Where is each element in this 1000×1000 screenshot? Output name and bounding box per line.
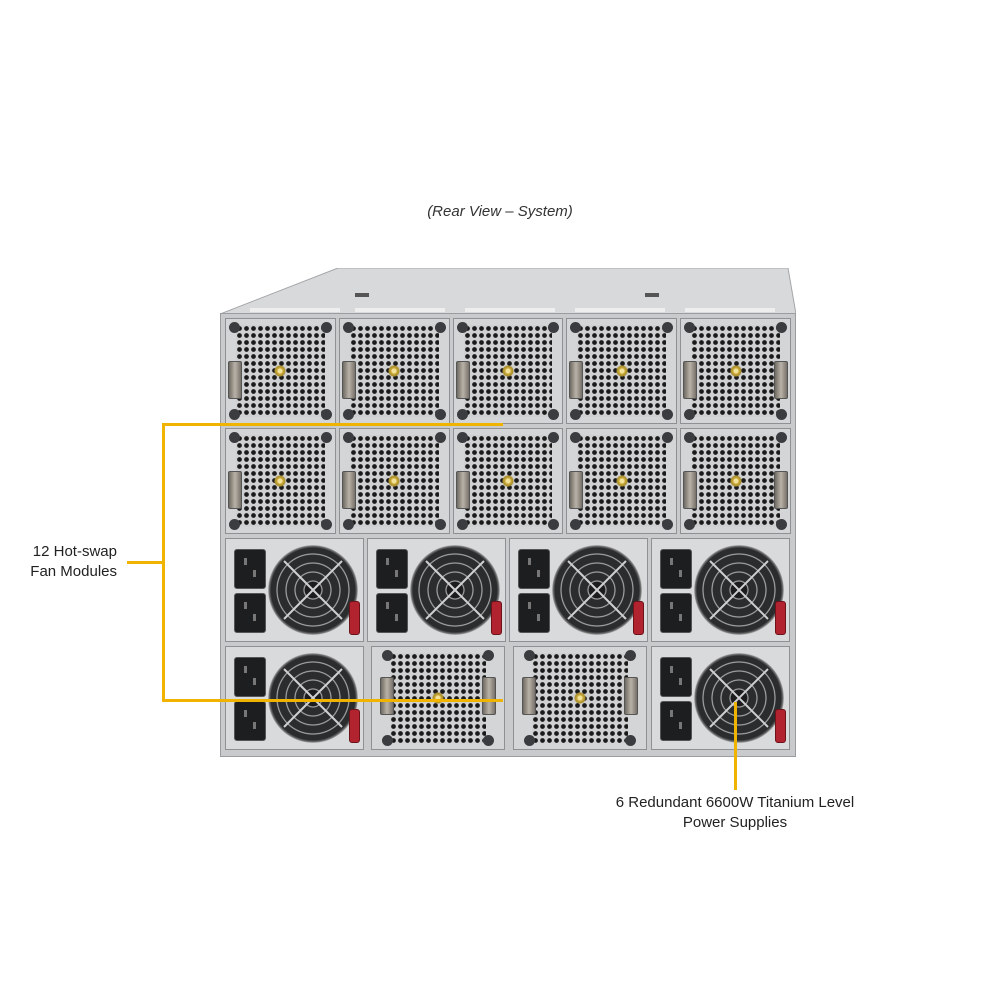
power-inlet-icon[interactable] (234, 701, 266, 741)
fan-hub-icon (274, 475, 287, 487)
power-inlet-icon[interactable] (660, 701, 692, 741)
fan-handle-icon[interactable] (569, 361, 584, 399)
psu-release-latch[interactable] (775, 601, 786, 635)
fan-grille-icon (463, 435, 553, 527)
power-inlet-icon[interactable] (518, 549, 550, 589)
fan-callout-line2: Fan Modules (30, 563, 117, 580)
fan-module[interactable] (338, 318, 450, 424)
fan-handle-icon[interactable] (624, 677, 638, 715)
psu-fan-icon (410, 545, 500, 635)
fan-handle-icon[interactable] (482, 677, 496, 715)
fan-module[interactable] (566, 318, 678, 424)
fan-row-2 (225, 428, 791, 534)
fan-handle-icon[interactable] (773, 361, 788, 399)
power-inlet-icon[interactable] (376, 549, 408, 589)
fan-module[interactable] (338, 428, 450, 534)
fan-handle-icon[interactable] (683, 471, 698, 509)
fan-hub-icon (574, 692, 586, 704)
fan-hub-icon (388, 365, 401, 377)
fan-hub-icon (729, 365, 742, 377)
fan-handle-icon[interactable] (341, 361, 356, 399)
fan-hub-icon (615, 475, 628, 487)
power-inlet-icon[interactable] (660, 593, 692, 633)
fan-grille-icon (691, 435, 780, 527)
fan-modules-callout: 12 Hot-swap Fan Modules (0, 542, 117, 582)
psu-fan-icon (694, 653, 784, 743)
fan-callout-line-bottom (163, 699, 503, 702)
fan-handle-icon[interactable] (569, 471, 584, 509)
power-inlet-icon[interactable] (234, 657, 266, 697)
psu-fan-icon (268, 653, 358, 743)
fan-handle-icon[interactable] (522, 677, 536, 715)
psu-release-latch[interactable] (633, 601, 644, 635)
power-inlet-icon[interactable] (660, 549, 692, 589)
power-inlet-icon[interactable] (234, 593, 266, 633)
psu-release-latch[interactable] (775, 709, 786, 743)
psu-fan-icon (694, 545, 784, 635)
psu-callout-line1: 6 Redundant 6600W Titanium Level (615, 794, 855, 811)
fan-hub-icon (501, 365, 514, 377)
server-chassis-rear (220, 313, 796, 757)
power-supply-unit[interactable] (509, 538, 648, 642)
power-supply-bay (225, 538, 791, 752)
psu-fan-icon (552, 545, 642, 635)
fan-hub-icon (501, 475, 514, 487)
fan-hub-icon (615, 365, 628, 377)
fan-module[interactable] (371, 646, 505, 750)
fan-module[interactable] (225, 428, 336, 534)
psu-callout-line2: Power Supplies (682, 814, 788, 831)
fan-handle-icon[interactable] (455, 361, 470, 399)
fan-grille-icon (349, 325, 439, 417)
fan-module[interactable] (513, 646, 647, 750)
power-supply-unit[interactable] (225, 646, 364, 750)
fan-hub-icon (729, 475, 742, 487)
power-supply-unit[interactable] (225, 538, 364, 642)
fan-handle-icon[interactable] (341, 471, 356, 509)
fan-callout-line1: 12 Hot-swap (32, 543, 117, 560)
fan-handle-icon[interactable] (380, 677, 394, 715)
chassis-top-panel (220, 268, 796, 315)
fan-row-1 (225, 318, 791, 424)
psu-release-latch[interactable] (491, 601, 502, 635)
fan-handle-icon[interactable] (683, 361, 698, 399)
fan-grille-icon (463, 325, 553, 417)
fan-module[interactable] (566, 428, 678, 534)
fan-hub-icon (432, 692, 444, 704)
power-inlet-icon[interactable] (234, 549, 266, 589)
power-inlet-icon[interactable] (376, 593, 408, 633)
fan-module[interactable] (452, 318, 564, 424)
psu-release-latch[interactable] (349, 709, 360, 743)
psu-release-latch[interactable] (349, 601, 360, 635)
power-supplies-callout: 6 Redundant 6600W Titanium Level Power S… (585, 793, 885, 833)
psu-callout-line (734, 702, 737, 790)
power-supply-unit[interactable] (367, 538, 506, 642)
fan-callout-line-top (163, 423, 503, 426)
fan-handle-icon[interactable] (455, 471, 470, 509)
power-inlet-icon[interactable] (518, 593, 550, 633)
fan-handle-icon[interactable] (773, 471, 788, 509)
power-inlet-icon[interactable] (660, 657, 692, 697)
fan-module[interactable] (680, 428, 791, 534)
fan-handle-icon[interactable] (228, 361, 242, 399)
fan-hub-icon (274, 365, 287, 377)
fan-hub-icon (388, 475, 401, 487)
psu-fan-icon (268, 545, 358, 635)
fan-module[interactable] (452, 428, 564, 534)
fan-handle-icon[interactable] (228, 471, 242, 509)
figure-caption: (Rear View – System) (427, 203, 573, 220)
power-supply-unit[interactable] (651, 538, 790, 642)
power-supply-unit[interactable] (651, 646, 790, 750)
fan-callout-line-tick (127, 561, 164, 564)
fan-grille-icon (349, 435, 439, 527)
fan-module[interactable] (680, 318, 791, 424)
fan-module[interactable] (225, 318, 336, 424)
